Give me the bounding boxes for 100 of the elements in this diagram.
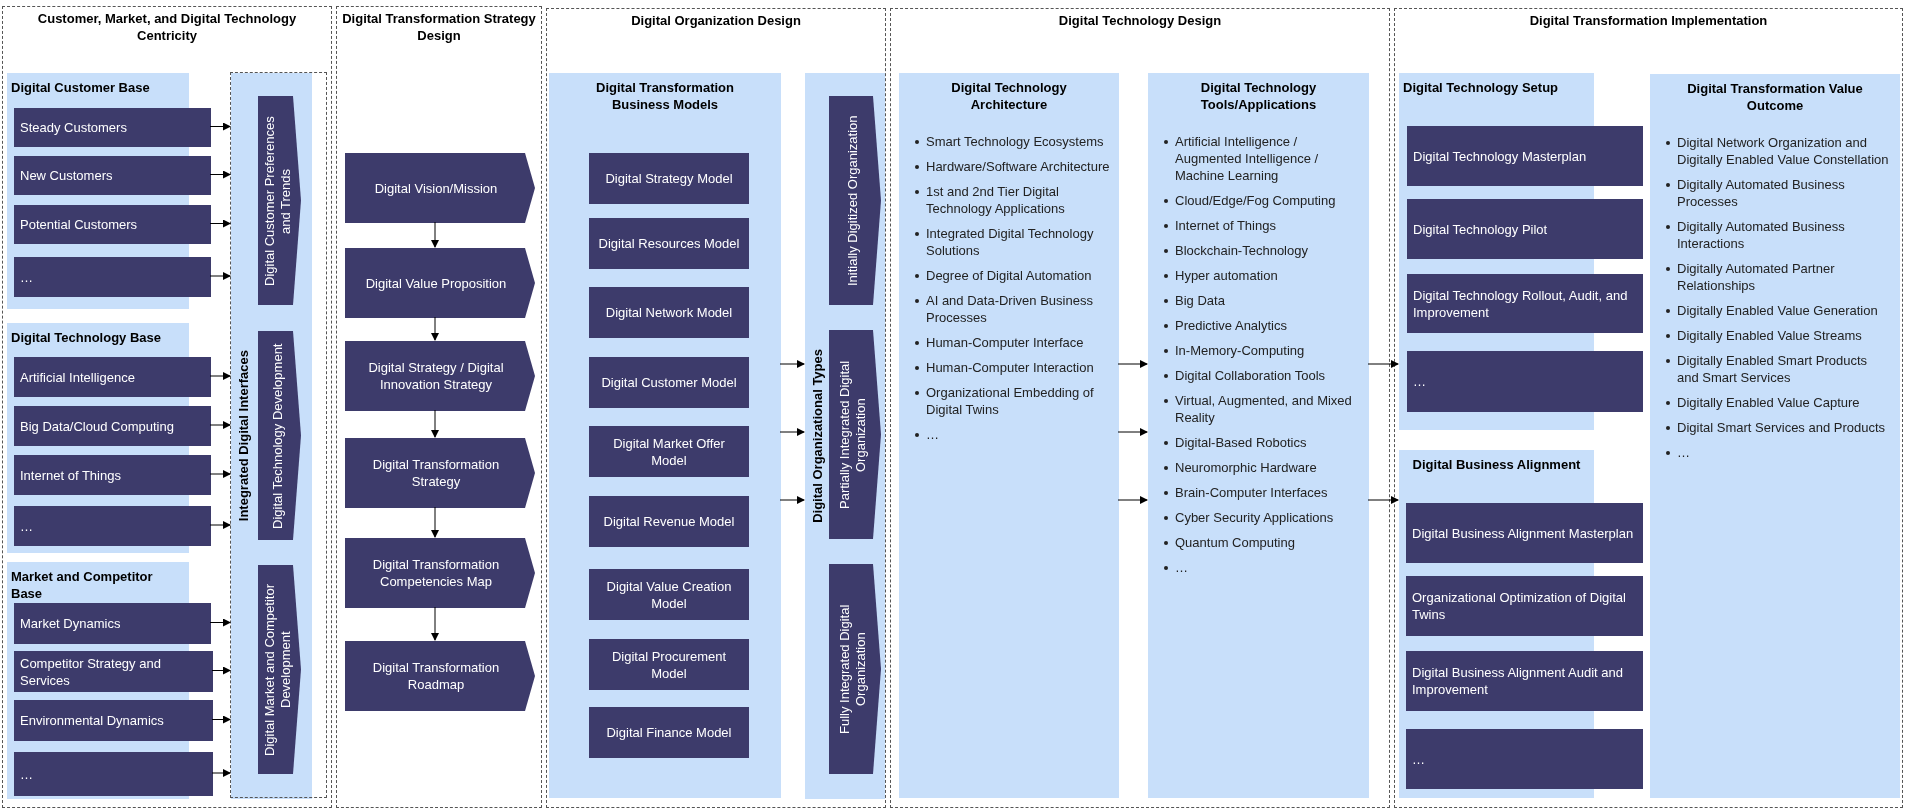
bullet-item: Big Data (1175, 292, 1225, 309)
phase-column (2, 6, 332, 808)
arrow (431, 506, 439, 538)
process-box (1407, 199, 1643, 259)
box-label: Internet of Things (20, 466, 121, 484)
bullet-item: Integrated Digital Technology Solutions (926, 225, 1095, 259)
box-label: Digital Network Model (605, 304, 733, 321)
box-label: Digital Customer Model (601, 374, 737, 391)
process-box (589, 496, 749, 547)
bullet-item: Internet of Things (1175, 217, 1276, 234)
bullet-item: Quantum Computing (1175, 534, 1295, 551)
bullet-item: Digital-Based Robotics (1175, 434, 1307, 451)
panel-heading: Digital Technology Architecture (950, 79, 1068, 113)
panel-heading: Market and Competitor Base (10, 568, 154, 602)
process-box (14, 455, 211, 495)
box-label: … (1412, 750, 1425, 768)
chevron-label: Digital Strategy / Digital Innovation Strategy (367, 359, 505, 393)
bullet-item: Blockchain-Technology (1175, 242, 1308, 259)
bullet-item: Digitally Enabled Smart Products and Smart Services (1677, 352, 1869, 386)
arrow (779, 428, 805, 436)
arrow (431, 409, 439, 438)
arrow (209, 521, 231, 529)
process-box (14, 603, 211, 644)
box-label: … (20, 765, 33, 783)
chevron-label: Digital Technology Development (269, 341, 286, 531)
arrow (209, 272, 231, 280)
process-box (1407, 126, 1643, 186)
arrow (1117, 496, 1148, 504)
box-label: Environmental Dynamics (20, 712, 164, 729)
arrow (209, 219, 231, 228)
chevron-shape (258, 565, 301, 774)
box-label: Competitor Strategy and Services (20, 654, 162, 689)
chevron-label: Digital Transformation Roadmap (371, 659, 501, 693)
process-box (1406, 651, 1643, 711)
bullet-item: … (1677, 444, 1690, 461)
phase-column (1394, 8, 1903, 808)
box-label: … (20, 268, 33, 286)
process-box (589, 357, 749, 408)
panel-heading: Digital Transformation Value Outcome (1686, 80, 1864, 114)
bullet-item: Digitally Enabled Value Streams (1677, 327, 1862, 344)
bullet-item: Digital Network Organization and Digitally Enabled Value Constellation (1677, 134, 1890, 168)
box-label: Digital Resources Model (598, 235, 740, 252)
chevron-shape (345, 538, 535, 608)
chevron-shape (829, 330, 881, 539)
chevron-label: Partially Integrated Digital Organization (837, 359, 869, 511)
box-label: Artificial Intelligence (20, 368, 135, 386)
column-heading: Customer, Market, and Digital Technology Centricity (36, 10, 298, 44)
box-label: Digital Technology Rollout, Audit, and Improvement (1413, 286, 1629, 321)
bullet-item: Hyper automation (1175, 267, 1278, 284)
box-label: Big Data/Cloud Computing (20, 417, 174, 435)
column-heading: Digital Transformation Strategy Design (341, 10, 537, 44)
column-heading: Digital Organization Design (631, 12, 801, 29)
phase-column (336, 6, 542, 808)
bullet-item: Hardware/Software Architecture (926, 158, 1110, 175)
chevron-shape (345, 341, 535, 411)
arrow (211, 666, 231, 675)
panel-heading: Digital Business Alignment (1412, 456, 1581, 473)
arrow (431, 606, 439, 641)
box-label: … (1413, 373, 1426, 390)
box-label: Digital Technology Masterplan (1413, 147, 1587, 165)
process-box (589, 569, 749, 620)
box-label: Digital Finance Model (606, 724, 732, 741)
box-label: Digital Technology Pilot (1413, 220, 1548, 238)
bullet-item: In-Memory-Computing (1175, 342, 1305, 359)
process-box (1406, 729, 1643, 789)
arrow (1367, 496, 1399, 504)
chevron-label: Digital Transformation Strategy (371, 456, 501, 490)
bullet-item: Brain-Computer Interfaces (1175, 484, 1328, 501)
bullet-item: … (1175, 559, 1188, 576)
panel-heading: Digital Organizational Types (809, 349, 826, 523)
box-label: Digital Procurement Model (610, 647, 728, 682)
process-box (1406, 576, 1643, 636)
group-panel (805, 73, 885, 799)
chevron-label: Fully Integrated Digital Organization (837, 603, 869, 736)
process-box (589, 639, 749, 690)
chevron-shape (345, 641, 535, 711)
arrow (209, 618, 231, 627)
arrow (209, 421, 231, 429)
arrow (779, 360, 805, 368)
panel-heading: Digital Transformation Business Models (595, 79, 735, 113)
chevron-label: Digital Market and Competitor Development (261, 582, 294, 758)
group-panel (231, 73, 312, 799)
phase-column (890, 8, 1390, 808)
bullet-item: AI and Data-Driven Business Processes (926, 292, 1094, 326)
process-box (589, 287, 749, 338)
arrow (431, 316, 439, 341)
panel-heading: Digital Technology Setup (1402, 79, 1560, 96)
process-box (14, 156, 211, 195)
arrow (209, 470, 231, 478)
process-box (589, 153, 749, 204)
arrow (209, 122, 231, 131)
group-panel (549, 73, 781, 798)
process-box (589, 218, 749, 269)
process-box (14, 257, 211, 297)
box-label: Potential Customers (20, 216, 138, 233)
bullet-item: Digital Smart Services and Products (1677, 419, 1886, 436)
column-heading: Digital Technology Design (1058, 12, 1222, 29)
box-label: Market Dynamics (20, 615, 121, 632)
box-label: Digital Revenue Model (603, 513, 735, 530)
box-label: Digital Strategy Model (605, 170, 733, 187)
